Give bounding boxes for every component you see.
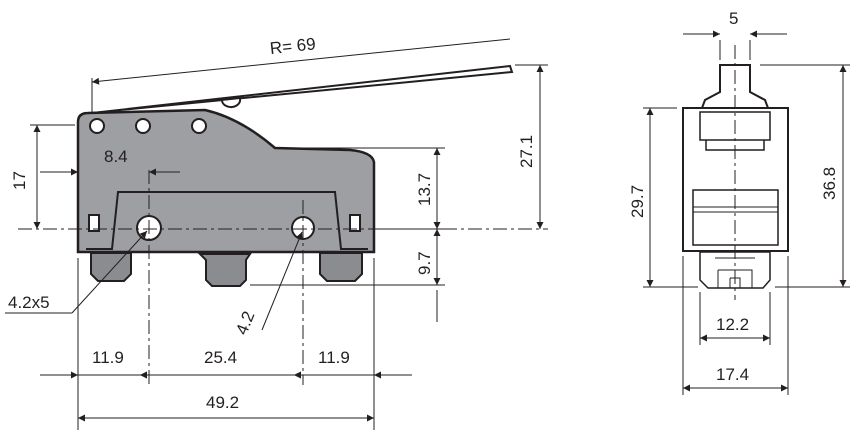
terminal (319, 252, 363, 282)
dim-29-7: 29.7 (628, 185, 647, 218)
radius-label: R= 69 (269, 34, 317, 58)
front-view: 5 29.7 36.8 12.2 17.4 (628, 9, 850, 395)
dim-11-9-left: 11.9 (92, 348, 124, 367)
dim-11-9-right: 11.9 (318, 348, 350, 367)
latch (88, 214, 100, 232)
pivot-hole (135, 118, 151, 134)
slot-size-label: 4.2x5 (8, 293, 50, 312)
dim-17-4: 17.4 (716, 365, 749, 384)
terminal (90, 252, 132, 282)
hole-dia-label: 4.2 (232, 308, 258, 337)
terminal (197, 253, 252, 287)
latch (349, 214, 361, 232)
dim-12-2: 12.2 (716, 315, 749, 334)
lever (91, 64, 514, 114)
dim-5: 5 (729, 9, 738, 28)
dim-49-2: 49.2 (206, 393, 239, 412)
dim-27-1: 27.1 (517, 135, 536, 168)
pivot-hole (89, 118, 105, 134)
raised-panel (86, 191, 368, 250)
dim-36-8: 36.8 (820, 167, 839, 200)
lever-roller (221, 98, 242, 109)
pivot-hole (191, 118, 207, 134)
dim-9-7: 9.7 (415, 251, 434, 275)
dim-25-4: 25.4 (204, 348, 237, 367)
dim-8-4: 8.4 (104, 147, 128, 166)
switch-body (76, 108, 376, 254)
side-view: R= 69 17 8.4 27.1 13.7 9.7 4.2x5 4.2 11.… (5, 34, 548, 430)
dim-17: 17 (10, 171, 29, 190)
dim-13-7: 13.7 (415, 173, 434, 206)
